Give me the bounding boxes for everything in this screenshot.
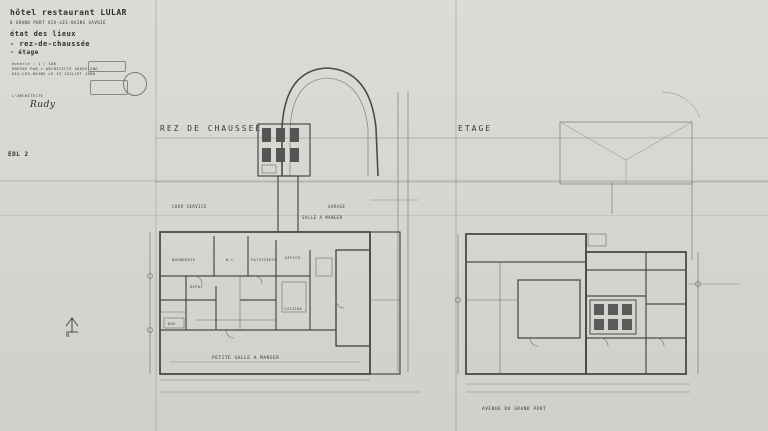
door-swing <box>253 275 263 285</box>
bath-unit <box>622 319 632 330</box>
fold-line-horizontal <box>0 215 768 216</box>
grid-marker <box>147 273 153 279</box>
grid-marker <box>147 327 153 333</box>
drawing-subject: état des lieux <box>10 30 77 38</box>
toilet-cubicle <box>290 128 299 142</box>
rotunda-wall <box>281 67 379 177</box>
door-swing <box>529 337 539 347</box>
room-label-depot: DEPOT <box>190 285 204 289</box>
room-label-salle: SALLE A MANGER <box>302 215 343 220</box>
office-unit <box>315 257 333 277</box>
street-label: AVENUE DU GRAND PORT <box>482 407 547 412</box>
sheet-number: EDL 2 <box>8 151 29 158</box>
project-address: 8 GRAND PORT AIX-LES-BAINS SAVOIE <box>10 20 106 25</box>
salle-block <box>335 249 371 347</box>
room-label-petite-salle: PETITE SALLE A MANGER <box>212 356 280 361</box>
toilet-cubicle <box>290 148 299 162</box>
door-swing <box>335 299 345 309</box>
room-label-office: OFFICE <box>285 256 301 260</box>
bath-unit <box>608 319 618 330</box>
rotunda-inner-wall <box>289 77 369 176</box>
upper-central-room <box>517 279 581 339</box>
roof-arc <box>661 91 701 119</box>
toilet-cubicle <box>276 148 285 162</box>
toilet-cubicle <box>262 128 271 142</box>
partition-wall <box>559 121 627 161</box>
cuisine-range <box>281 281 307 313</box>
author-note: DRESSE PAR L'ARCHITECTE SOUSSIGNE <box>12 67 99 71</box>
drawing-item-upper: - étage <box>10 49 39 56</box>
room-label-wc: W.C. <box>226 258 237 262</box>
lavabo <box>261 164 277 174</box>
stair-box <box>587 233 607 247</box>
drawing-item-ground: - rez-de-chaussée <box>10 40 91 48</box>
architect-signature: Rudy <box>30 100 56 110</box>
bar-counter <box>163 317 185 329</box>
room-label-cour-service: COUR SERVICE <box>172 204 207 209</box>
scale-note: échelle : 1 / 100 <box>12 62 57 66</box>
architect-label: L'ARCHITECTE <box>12 94 44 98</box>
north-arrow-icon <box>65 317 79 333</box>
partition-wall <box>625 121 693 161</box>
ground-floor-plan <box>147 67 420 393</box>
bath-unit <box>608 304 618 315</box>
upper-floor-plan <box>455 91 740 393</box>
date-note: AIX-LES-BAINS LE 15 JUILLET 1980 <box>12 72 96 76</box>
upper-outer-wall-left <box>465 233 587 375</box>
fold-line-vertical <box>155 0 157 431</box>
room-label-garage: GARAGE <box>328 204 346 209</box>
seal-stamp <box>123 72 147 96</box>
door-swing <box>655 337 665 347</box>
fold-line-vertical <box>455 0 457 431</box>
room-label-bar: BAR <box>168 322 176 326</box>
corridor <box>277 175 299 233</box>
ground-outer-wall <box>159 231 371 375</box>
toilet-cubicle <box>262 148 271 162</box>
bath-unit <box>594 319 604 330</box>
bath-unit <box>622 304 632 315</box>
fold-line-horizontal <box>0 180 768 182</box>
north-marker-label: N <box>66 333 70 339</box>
grid-marker <box>455 297 461 303</box>
upper-outer-wall-right <box>585 251 687 375</box>
door-swing <box>193 275 203 285</box>
room-label-patisserie: PATISSERIE <box>251 258 278 262</box>
ground-floor-title: REZ DE CHAUSSEE <box>160 124 263 133</box>
stamp-rectangle <box>88 61 126 72</box>
ground-annex <box>369 231 401 375</box>
door-swing <box>599 337 609 347</box>
door-swing <box>225 329 235 339</box>
upper-floor-title: ETAGE <box>458 124 493 133</box>
project-title: hôtel restaurant LULAR <box>10 8 127 17</box>
sanitary-block <box>589 299 637 335</box>
room-label-cuisine: CUISINE <box>284 307 303 311</box>
toilet-cubicle <box>276 128 285 142</box>
bath-unit <box>594 304 604 315</box>
room-label-buanderie: BUANDERIE <box>172 258 196 262</box>
